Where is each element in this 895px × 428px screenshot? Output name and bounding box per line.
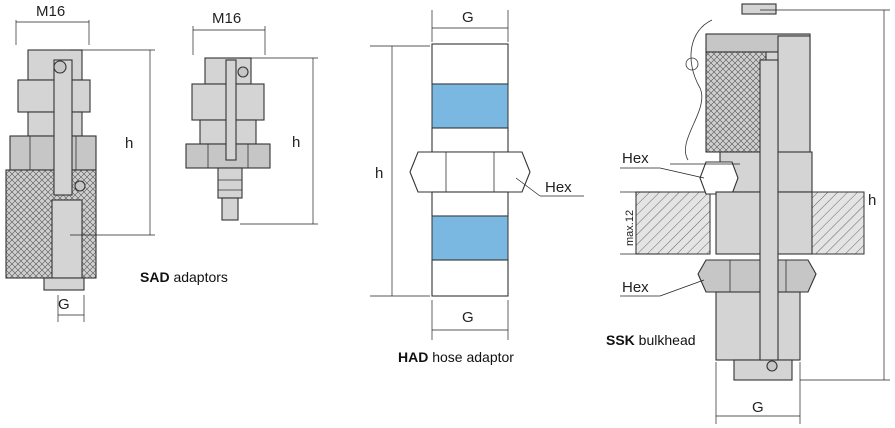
hex-label-ssk-lower: Hex [622, 279, 649, 296]
had-caption: HAD hose adaptor [398, 349, 514, 365]
m16-label-left: M16 [36, 3, 65, 20]
g-label-ssk: G [752, 399, 764, 416]
g-label-sad: G [58, 296, 70, 313]
hex-label-had: Hex [545, 179, 572, 196]
h-label-sad-small: h [292, 134, 300, 151]
had-hose-adaptor [370, 10, 584, 340]
m16-label-mid: M16 [212, 10, 241, 27]
ssk-caption: SSK bulkhead [606, 332, 696, 348]
hex-label-ssk-upper: Hex [622, 150, 649, 167]
h-label-ssk: h [868, 192, 876, 209]
g-label-had-top: G [462, 9, 474, 26]
max12-label: max.12 [624, 210, 636, 246]
sad-caption: SAD adaptors [140, 269, 228, 285]
h-label-had: h [375, 165, 383, 182]
g-label-had-bottom: G [462, 309, 474, 326]
ssk-bulkhead [620, 3, 890, 424]
h-label-sad-large: h [125, 135, 133, 152]
sad-adaptor-large [5, 20, 155, 322]
sad-adaptor-small [185, 26, 318, 225]
